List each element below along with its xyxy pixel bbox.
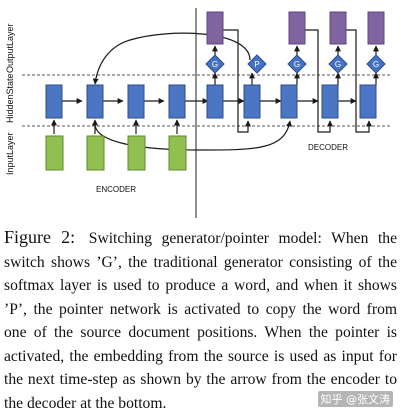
decoder-hidden-box — [359, 84, 377, 119]
decoder-hidden-box — [206, 84, 224, 119]
hidden-state-label: HiddenState — [5, 73, 15, 123]
switch-diamond — [247, 54, 267, 74]
encoder-hidden-box — [86, 84, 104, 119]
switching-generator-pointer-diagram: OutputLayer HiddenState InputLayer ENCOD… — [5, 8, 390, 218]
decoder-feedback-arrows — [222, 29, 372, 133]
encoder-input-boxes — [45, 135, 187, 171]
switch-labels: G P G G G — [212, 60, 379, 69]
figure-caption: Figure 2: Switching generator/pointer mo… — [4, 226, 397, 415]
encoder-input-box — [45, 135, 64, 171]
layer-labels: OutputLayer HiddenState InputLayer — [5, 23, 15, 175]
encoder-input-box — [168, 135, 187, 171]
figure-label: Figure 2: — [4, 227, 76, 247]
decoder-hidden-box — [243, 84, 261, 119]
decoder-hidden-boxes — [206, 84, 377, 119]
decoder-hidden-box — [280, 84, 298, 119]
encoder-input-box — [86, 135, 105, 171]
watermark: 知乎 @张文涛 — [317, 391, 393, 407]
switch-diamond — [328, 54, 348, 74]
decoder-output-box — [367, 11, 385, 45]
decoder-output-box — [206, 11, 224, 45]
encoder-input-box — [127, 135, 146, 171]
decoder-vertical-arrows — [212, 45, 379, 85]
encoder-hidden-boxes — [45, 84, 186, 119]
switch-label: G — [335, 60, 341, 69]
switch-label: G — [373, 60, 379, 69]
output-layer-label: OutputLayer — [5, 23, 15, 73]
switch-label: G — [212, 60, 218, 69]
decoder-label: DECODER — [308, 143, 348, 152]
input-layer-label: InputLayer — [5, 132, 15, 175]
decoder-hidden-box — [321, 84, 339, 119]
input-to-hidden-arrows — [51, 119, 180, 134]
encoder-hidden-box — [168, 84, 186, 119]
switch-label: P — [254, 60, 259, 69]
switch-diamonds — [205, 54, 386, 74]
decoder-output-box — [288, 11, 306, 45]
decoder-output-box — [329, 11, 347, 45]
encoder-label: ENCODER — [96, 185, 136, 194]
encoder-hidden-box — [45, 84, 63, 119]
switch-diamond — [205, 54, 225, 74]
switch-diamond — [287, 54, 307, 74]
figure-caption-text: Switching generator/pointer model: When … — [4, 230, 397, 412]
encoder-hidden-box — [127, 84, 145, 119]
pointer-arrow — [92, 32, 251, 85]
switch-diamond — [366, 54, 386, 74]
decoder-output-boxes — [206, 11, 385, 45]
switch-label: G — [294, 60, 300, 69]
copy-embedding-arrow — [94, 120, 293, 151]
